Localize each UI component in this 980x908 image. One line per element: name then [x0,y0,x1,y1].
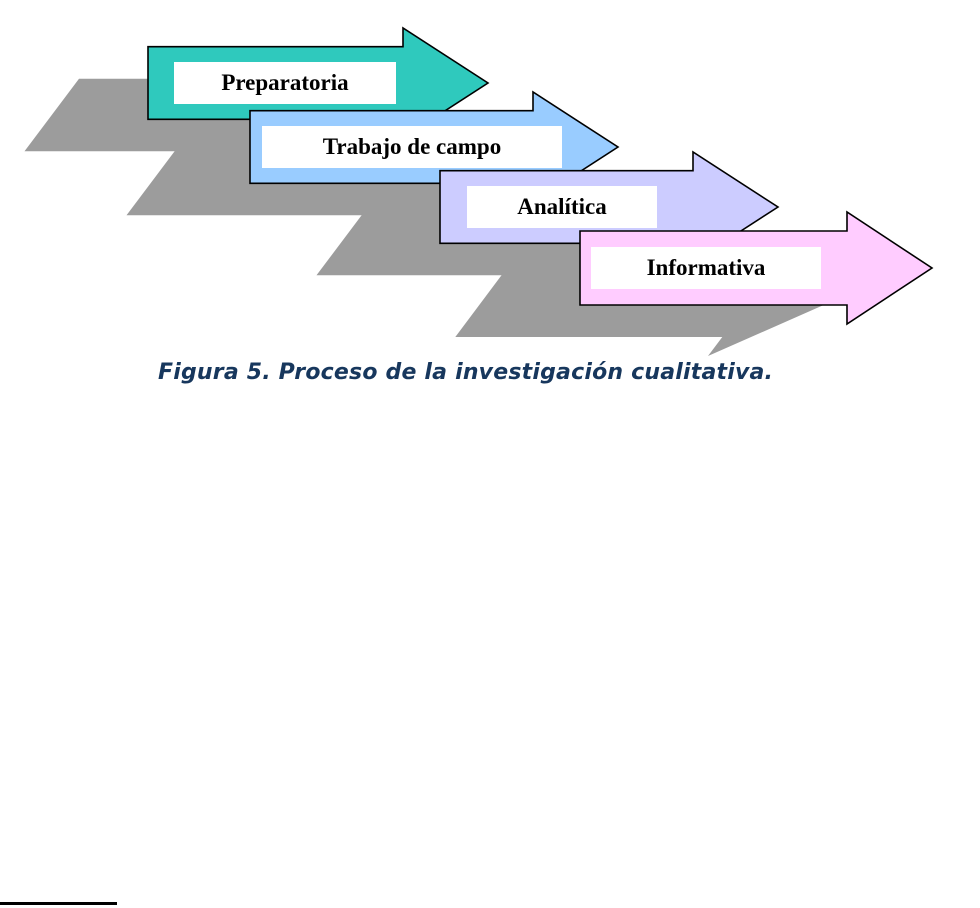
figure-caption: Figura 5. Proceso de la investigación cu… [158,360,774,385]
page-edge-mark [0,902,117,905]
step-label-informativa: Informativa [591,247,821,289]
step-label-preparatoria: Preparatoria [174,62,396,104]
step-label-analitica: Analítica [467,186,657,228]
step-label-trabajo-de-campo: Trabajo de campo [262,126,562,168]
